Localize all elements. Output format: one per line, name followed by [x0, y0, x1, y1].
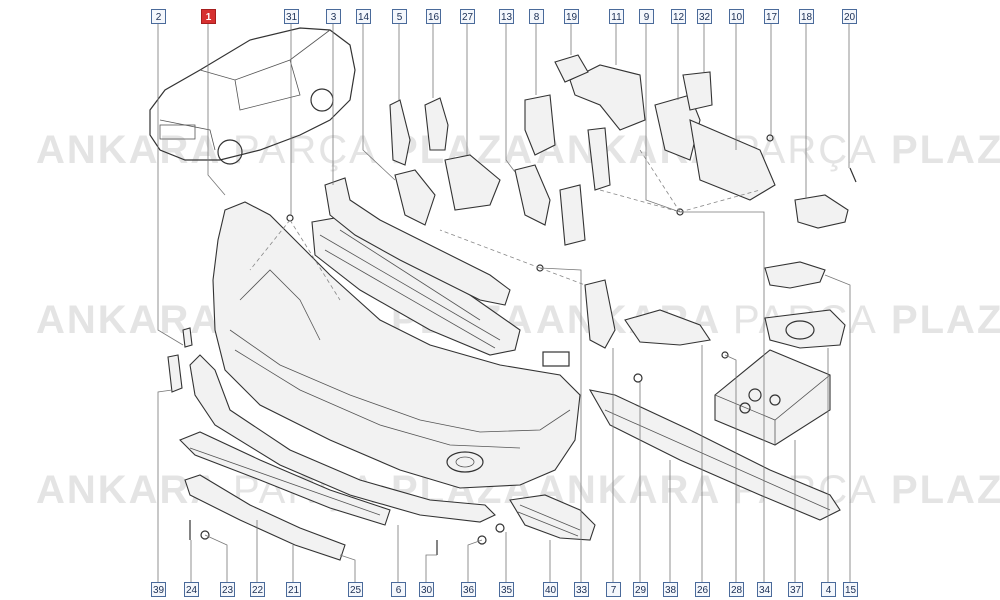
callout-33: 33	[574, 582, 589, 597]
callout-15: 15	[843, 582, 858, 597]
assembly-guide-lines	[249, 149, 761, 301]
callout-2: 2	[151, 9, 166, 24]
callout-17: 17	[764, 9, 779, 24]
lower-skid-plate	[184, 474, 346, 561]
callout-5: 5	[392, 9, 407, 24]
callout-19: 19	[564, 9, 579, 24]
front-spoiler-lip	[189, 354, 496, 523]
callout-23: 23	[220, 582, 235, 597]
callout-30: 30	[419, 582, 434, 597]
callout-11: 11	[609, 9, 624, 24]
watermark-word-parca: PARÇA	[232, 128, 378, 172]
watermark-word-plaza: PLAZA	[890, 468, 1000, 512]
callout-32: 32	[697, 9, 712, 24]
headlamp-bracket	[794, 194, 849, 229]
callout-22: 22	[250, 582, 265, 597]
watermark-word-ankara: ANKARA	[36, 128, 220, 172]
callout-3: 3	[326, 9, 341, 24]
callout-31: 31	[284, 9, 299, 24]
watermark-word-plaza: PLAZA	[890, 128, 1000, 172]
callout-21: 21	[286, 582, 301, 597]
callout-7: 7	[606, 582, 621, 597]
callout-12: 12	[671, 9, 686, 24]
callout-18: 18	[799, 9, 814, 24]
callout-27: 27	[460, 9, 475, 24]
callout-13: 13	[499, 9, 514, 24]
callout-1: 1	[201, 9, 216, 24]
callout-28: 28	[729, 582, 744, 597]
bracket-right	[764, 261, 826, 289]
callout-leader-lines	[157, 22, 851, 582]
callout-10: 10	[729, 9, 744, 24]
callout-35: 35	[499, 582, 514, 597]
callout-40: 40	[543, 582, 558, 597]
callout-6: 6	[391, 582, 406, 597]
callout-26: 26	[695, 582, 710, 597]
callout-34: 34	[757, 582, 772, 597]
watermark-word-plaza: PLAZA	[890, 298, 1000, 342]
small-fasteners	[167, 134, 857, 555]
callout-39: 39	[151, 582, 166, 597]
side-brackets	[389, 97, 711, 349]
callout-9: 9	[639, 9, 654, 24]
clip-kit-box	[714, 349, 831, 446]
callout-16: 16	[426, 9, 441, 24]
bumper-reinforcement-beam	[588, 389, 841, 521]
upper-bumper-support	[324, 177, 511, 306]
callout-38: 38	[663, 582, 678, 597]
callout-37: 37	[788, 582, 803, 597]
callout-25: 25	[348, 582, 363, 597]
callout-14: 14	[356, 9, 371, 24]
car-overview-illustration	[149, 27, 356, 165]
watermark-row-1: ANKARA PARÇA PLAZA	[36, 128, 534, 173]
callout-29: 29	[633, 582, 648, 597]
callout-24: 24	[184, 582, 199, 597]
front-bumper-cover	[212, 201, 581, 489]
fog-lamp-cover-left	[509, 494, 596, 541]
upper-brackets	[524, 54, 776, 246]
watermark-word-ankara: ANKARA	[36, 468, 220, 512]
fog-lamp-bezel-right	[764, 309, 846, 349]
callout-20: 20	[842, 9, 857, 24]
callout-8: 8	[529, 9, 544, 24]
lower-grille-strip	[179, 431, 391, 526]
callout-36: 36	[461, 582, 476, 597]
callout-4: 4	[821, 582, 836, 597]
